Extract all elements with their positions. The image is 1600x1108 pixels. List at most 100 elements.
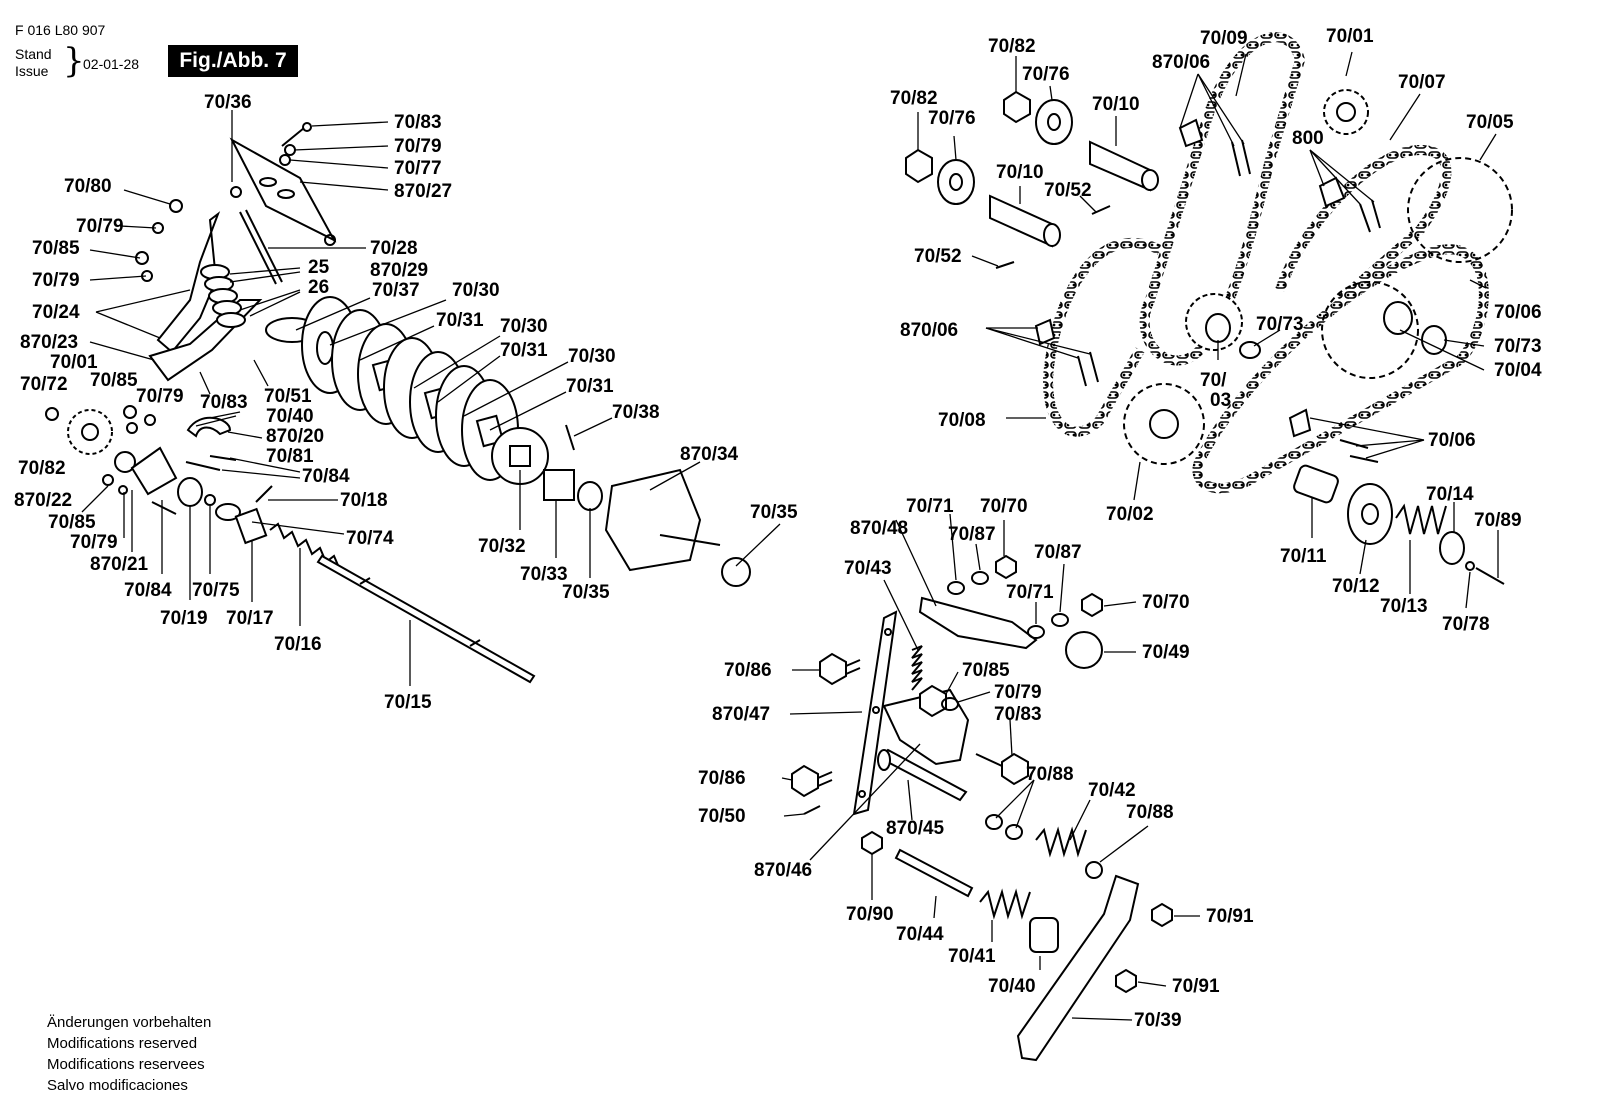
part-label-70-79: 70/79 bbox=[994, 682, 1042, 703]
part-label-870-22: 870/22 bbox=[14, 490, 72, 511]
part-label-70-35: 70/35 bbox=[562, 582, 610, 603]
part-label-70-75: 70/75 bbox=[192, 580, 240, 601]
part-label-70-06: 70/06 bbox=[1494, 302, 1542, 323]
part-label-70-50: 70/50 bbox=[698, 806, 746, 827]
part-label-70-88: 70/88 bbox=[1126, 802, 1174, 823]
part-label-70-83: 70/83 bbox=[394, 112, 442, 133]
ball-70-49 bbox=[1065, 631, 1103, 669]
part-label-70-52: 70/52 bbox=[914, 246, 962, 267]
chain-70-07 bbox=[1275, 144, 1452, 304]
part-label-70-84: 70/84 bbox=[302, 466, 350, 487]
issue-date: 02-01-28 bbox=[83, 56, 140, 72]
lever-assembly-drawing bbox=[791, 554, 1173, 1062]
part-label-70-76: 70/76 bbox=[928, 108, 976, 129]
part-label-70-88: 70/88 bbox=[1026, 764, 1074, 785]
part-label-870-45: 870/45 bbox=[886, 818, 945, 839]
part-label-70-13: 70/13 bbox=[1380, 596, 1428, 617]
part-label-70-86: 70/86 bbox=[698, 768, 746, 789]
part-label-870-29: 870/29 bbox=[370, 260, 428, 281]
spring-70-13 bbox=[1395, 503, 1447, 535]
sprocket-70-04 bbox=[1321, 281, 1419, 379]
part-label-70-79: 70/79 bbox=[32, 270, 80, 291]
part-label-70-09: 70/09 bbox=[1200, 28, 1248, 49]
part-label-70-78: 70/78 bbox=[1442, 614, 1490, 635]
part-label-70-33: 70/33 bbox=[520, 564, 568, 585]
leader-lines bbox=[81, 51, 1499, 1021]
part-label-70-02: 70/02 bbox=[1106, 504, 1154, 525]
left-assembly-drawing bbox=[45, 122, 751, 684]
part-label-70-82: 70/82 bbox=[890, 88, 938, 109]
part-label-70-19: 70/19 bbox=[160, 608, 208, 629]
stand-label: Stand bbox=[15, 46, 52, 62]
notice-german: Änderungen vorbehalten bbox=[47, 1014, 212, 1031]
part-label-70-28: 70/28 bbox=[370, 238, 418, 259]
part-label-70-87: 70/87 bbox=[1034, 542, 1082, 563]
part-label-70-85: 70/85 bbox=[90, 370, 138, 391]
part-label-70-70: 70/70 bbox=[1142, 592, 1190, 613]
coupling-70-33 bbox=[543, 469, 575, 501]
notice-spanish: Salvo modificaciones bbox=[47, 1077, 188, 1094]
part-label-70-17: 70/17 bbox=[226, 608, 274, 629]
part-label-800: 800 bbox=[1292, 128, 1324, 149]
part-label-70-44: 70/44 bbox=[896, 924, 944, 945]
sprocket-70-01-left bbox=[67, 409, 113, 455]
modifications-notice: Änderungen vorbehalten Modifications res… bbox=[47, 1012, 211, 1096]
figure-label: Fig./Abb. 7 bbox=[168, 45, 298, 77]
spring-70-43 bbox=[911, 645, 923, 691]
part-label-870-23: 870/23 bbox=[20, 332, 78, 353]
part-label-70-04: 70/04 bbox=[1494, 360, 1542, 381]
lever-70-39 bbox=[1016, 874, 1140, 1062]
hub-870-34 bbox=[604, 468, 702, 572]
part-label-70-90: 70/90 bbox=[846, 904, 894, 925]
part-label-870-34: 870/34 bbox=[680, 444, 739, 465]
chain-70-06 bbox=[1192, 244, 1489, 494]
part-label-70-42: 70/42 bbox=[1088, 780, 1136, 801]
part-label-870-27: 870/27 bbox=[394, 181, 452, 202]
part-label-70-16: 70/16 bbox=[274, 634, 322, 655]
part-label-70-15: 70/15 bbox=[384, 692, 432, 713]
part-label-70-82: 70/82 bbox=[988, 36, 1036, 57]
notice-french: Modifications reservees bbox=[47, 1056, 205, 1073]
part-label-03: 03 bbox=[1210, 390, 1231, 411]
brace-glyph: } bbox=[63, 41, 85, 81]
part-label-70-82: 70/82 bbox=[18, 458, 66, 479]
part-label-70-72: 70/72 bbox=[20, 374, 68, 395]
disc-70-12 bbox=[1347, 483, 1393, 545]
part-label-70-10: 70/10 bbox=[996, 162, 1044, 183]
part-label-870-06: 870/06 bbox=[900, 320, 958, 341]
part-label-70-37: 70/37 bbox=[372, 280, 420, 301]
part-label-70-52: 70/52 bbox=[1044, 180, 1092, 201]
part-label-70-51: 70/51 bbox=[264, 386, 312, 407]
part-label-70-83: 70/83 bbox=[200, 392, 248, 413]
part-label-70-24: 70/24 bbox=[32, 302, 80, 323]
part-label-70-30: 70/30 bbox=[568, 346, 616, 367]
part-label-70-85: 70/85 bbox=[32, 238, 80, 259]
part-label-70-91: 70/91 bbox=[1206, 906, 1254, 927]
part-label-70-85: 70/85 bbox=[48, 512, 96, 533]
part-label-70-79: 70/79 bbox=[76, 216, 124, 237]
spring-assembly-25 bbox=[200, 264, 246, 328]
part-label-70-76: 70/76 bbox=[1022, 64, 1070, 85]
part-label-70-18: 70/18 bbox=[340, 490, 388, 511]
part-label-70-83: 70/83 bbox=[994, 704, 1042, 725]
part-label-70-36: 70/36 bbox=[204, 92, 252, 113]
part-label-70-01: 70/01 bbox=[1326, 26, 1374, 47]
part-label-70-79: 70/79 bbox=[394, 136, 442, 157]
part-label-70-38: 70/38 bbox=[612, 402, 660, 423]
part-label-70-41: 70/41 bbox=[948, 946, 996, 967]
part-label-70-84: 70/84 bbox=[124, 580, 172, 601]
sleeve-70-11 bbox=[1293, 464, 1339, 504]
part-label-870-06: 870/06 bbox=[1152, 52, 1210, 73]
sprocket-70-02 bbox=[1123, 383, 1205, 465]
part-label-70-14: 70/14 bbox=[1426, 484, 1474, 505]
part-label-870-20: 870/20 bbox=[266, 426, 324, 447]
stud-70-10-upper bbox=[1089, 140, 1151, 192]
part-label-70-43: 70/43 bbox=[844, 558, 892, 579]
part-label-870-47: 870/47 bbox=[712, 704, 770, 725]
part-label-870-48: 870/48 bbox=[850, 518, 908, 539]
part-label-70-39: 70/39 bbox=[1134, 1010, 1182, 1031]
part-label-70-87: 70/87 bbox=[948, 524, 996, 545]
part-label-70-12: 70/12 bbox=[1332, 576, 1380, 597]
